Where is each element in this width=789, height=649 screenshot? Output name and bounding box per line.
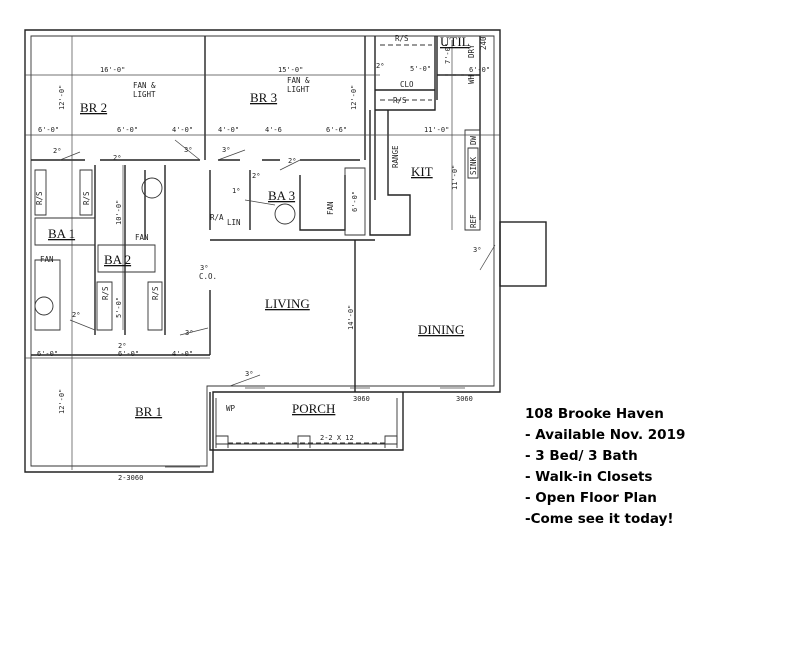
plan-label: 3⁰ bbox=[473, 246, 481, 254]
interior-walls bbox=[31, 36, 481, 468]
plan-label: 3⁰ bbox=[222, 146, 230, 154]
plan-label: 12'-0" bbox=[58, 389, 66, 414]
plan-label: 14'-0" bbox=[347, 305, 355, 330]
listing-feature: - Available Nov. 2019 bbox=[525, 427, 686, 443]
plan-label: 5'-0" bbox=[410, 65, 431, 73]
room-label-porch: PORCH bbox=[292, 401, 335, 416]
listing-info: 108 Brooke Haven - Available Nov. 2019 -… bbox=[525, 404, 685, 530]
room-label-living: LIVING bbox=[265, 296, 310, 311]
plan-label: 3⁰ bbox=[245, 370, 253, 378]
listing-feature: -Come see it today! bbox=[525, 511, 674, 527]
plan-label: 15'-0" bbox=[278, 66, 303, 74]
exterior-walls bbox=[24, 29, 547, 473]
plan-label: WH bbox=[467, 74, 476, 84]
plan-label: 4'-0" bbox=[172, 126, 193, 134]
plan-label: 3⁰ bbox=[185, 329, 193, 337]
dimension-labels: 16'-0" 15'-0" 12'-0" 12'-0" 12'-0" 6'-0"… bbox=[37, 43, 490, 414]
room-label-util: UTIL bbox=[440, 34, 470, 49]
plan-label: 2⁶ bbox=[72, 311, 80, 319]
plan-label: CLO bbox=[400, 80, 414, 89]
plan-label: 2-2 X 12 bbox=[320, 434, 354, 442]
plan-label: 3060 bbox=[353, 395, 370, 403]
fixture-labels: FAN & LIGHT FAN & LIGHT FAN FAN FAN R/S … bbox=[35, 34, 488, 413]
plan-label: FAN bbox=[326, 201, 335, 215]
room-label-ba3: BA 3 bbox=[268, 188, 295, 203]
opening-labels: 3060 3060 2-3060 2-2 X 12 2⁰ 2⁶ 3⁰ 3⁰ 2⁶… bbox=[53, 62, 481, 482]
plan-label: FAN & bbox=[287, 76, 310, 85]
room-label-ba1: BA 1 bbox=[48, 226, 75, 241]
room-label-br1: BR 1 bbox=[135, 404, 162, 419]
plan-label: R/S bbox=[393, 96, 407, 105]
plan-label: RANGE bbox=[391, 145, 400, 168]
plan-label: 2⁰ bbox=[53, 147, 61, 155]
room-label-kit: KIT bbox=[411, 164, 433, 179]
plan-label: WP bbox=[226, 404, 236, 413]
door-swings bbox=[59, 139, 496, 387]
plan-label: 11'-0" bbox=[424, 126, 449, 134]
room-label-dining: DINING bbox=[418, 322, 464, 337]
plan-label: 6'-0" bbox=[38, 126, 59, 134]
plan-label: 12'-0" bbox=[350, 85, 358, 110]
plan-label: R/S bbox=[82, 191, 91, 205]
plan-label: R/S bbox=[151, 286, 160, 300]
plan-label: 3⁰ bbox=[184, 146, 192, 154]
listing-title: 108 Brooke Haven bbox=[525, 406, 664, 422]
plan-label: 6'-6" bbox=[326, 126, 347, 134]
plan-label: 16'-0" bbox=[100, 66, 125, 74]
plan-label: 10'-0" bbox=[115, 200, 123, 225]
plan-label: 6'-0" bbox=[118, 350, 139, 358]
plan-label: FAN & bbox=[133, 81, 156, 90]
plan-label: 2⁶ bbox=[113, 154, 121, 162]
room-label-br2: BR 2 bbox=[80, 100, 107, 115]
dimension-lines bbox=[25, 36, 500, 470]
plan-label: FAN bbox=[135, 233, 149, 242]
plan-label: 240 bbox=[479, 36, 488, 50]
plan-label: 2⁶ bbox=[288, 157, 296, 165]
plan-label: 7'-0" bbox=[444, 43, 452, 64]
plan-label: LIN bbox=[227, 218, 241, 227]
plan-label: 2⁰ bbox=[118, 342, 126, 350]
plan-label: 6'-0" bbox=[351, 191, 359, 212]
listing-feature: - 3 Bed/ 3 Bath bbox=[525, 448, 638, 464]
plan-label: REF bbox=[469, 214, 478, 228]
room-label-br3: BR 3 bbox=[250, 90, 277, 105]
plan-label: 3⁰ bbox=[200, 264, 208, 272]
room-label-ba2: BA 2 bbox=[104, 252, 131, 267]
plan-label: 6'-0" bbox=[37, 350, 58, 358]
plan-label: C.O. bbox=[199, 272, 217, 281]
plan-label: 2-3060 bbox=[118, 474, 143, 482]
plan-label: 1⁶ bbox=[232, 187, 240, 195]
plan-label: 2⁶ bbox=[376, 62, 384, 70]
plan-label: 6'-0" bbox=[117, 126, 138, 134]
plan-label: R/S bbox=[101, 286, 110, 300]
plan-label: DRY bbox=[467, 44, 476, 58]
plan-label: R/S bbox=[35, 191, 44, 205]
plan-label: 4'-6 bbox=[265, 126, 282, 134]
plan-label: LIGHT bbox=[133, 90, 156, 99]
plan-label: 11'-0" bbox=[451, 165, 459, 190]
plan-label: 3060 bbox=[456, 395, 473, 403]
listing-feature: - Walk-in Closets bbox=[525, 469, 653, 485]
plan-label: 6'-0" bbox=[469, 66, 490, 74]
plan-label: LIGHT bbox=[287, 85, 310, 94]
plan-label: 12'-0" bbox=[58, 85, 66, 110]
plan-label: FAN bbox=[40, 255, 54, 264]
plan-label: 2⁶ bbox=[252, 172, 260, 180]
plan-label: DW bbox=[469, 135, 478, 145]
listing-feature: - Open Floor Plan bbox=[525, 490, 657, 506]
plan-label: 4'-0" bbox=[172, 350, 193, 358]
plan-label: 5'-0" bbox=[115, 297, 123, 318]
plan-label: R/A bbox=[210, 213, 224, 222]
plan-label: SINK bbox=[469, 156, 478, 175]
plan-label: R/S bbox=[395, 34, 409, 43]
plan-label: 4'-0" bbox=[218, 126, 239, 134]
